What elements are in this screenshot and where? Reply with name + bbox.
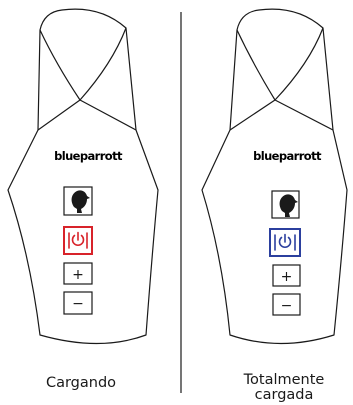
volume-down-button: − — [63, 291, 93, 315]
parrot-button — [271, 190, 300, 219]
device-charged: blueparrott + − Totalmente cargada — [201, 8, 348, 403]
power-icon — [274, 233, 296, 251]
brand-logo-text: blueparrott — [253, 149, 322, 163]
parrot-icon — [279, 194, 298, 217]
device-charging: blueparrott + − Cargando — [7, 8, 159, 391]
device-body-seam — [229, 27, 334, 131]
parrot-button — [63, 186, 93, 216]
power-button — [269, 228, 301, 257]
plus-icon: + — [281, 269, 293, 285]
state-label-charged-line2: cargada — [255, 387, 314, 403]
volume-down-button: − — [272, 293, 301, 316]
volume-up-button: + — [272, 264, 301, 287]
volume-up-button: + — [63, 262, 93, 285]
power-icon — [68, 231, 88, 249]
device-body-outline — [201, 8, 348, 345]
brand-logo-text: blueparrott — [54, 149, 123, 163]
parrot-icon — [71, 190, 90, 213]
minus-icon: − — [281, 298, 293, 314]
state-label-charged-line1: Totalmente — [243, 372, 325, 388]
plus-icon: + — [72, 267, 84, 283]
minus-icon: − — [72, 296, 84, 312]
state-label-charging: Cargando — [46, 375, 116, 391]
device-body-outline — [7, 8, 159, 345]
power-button — [63, 226, 93, 255]
device-body-seam — [37, 27, 137, 131]
